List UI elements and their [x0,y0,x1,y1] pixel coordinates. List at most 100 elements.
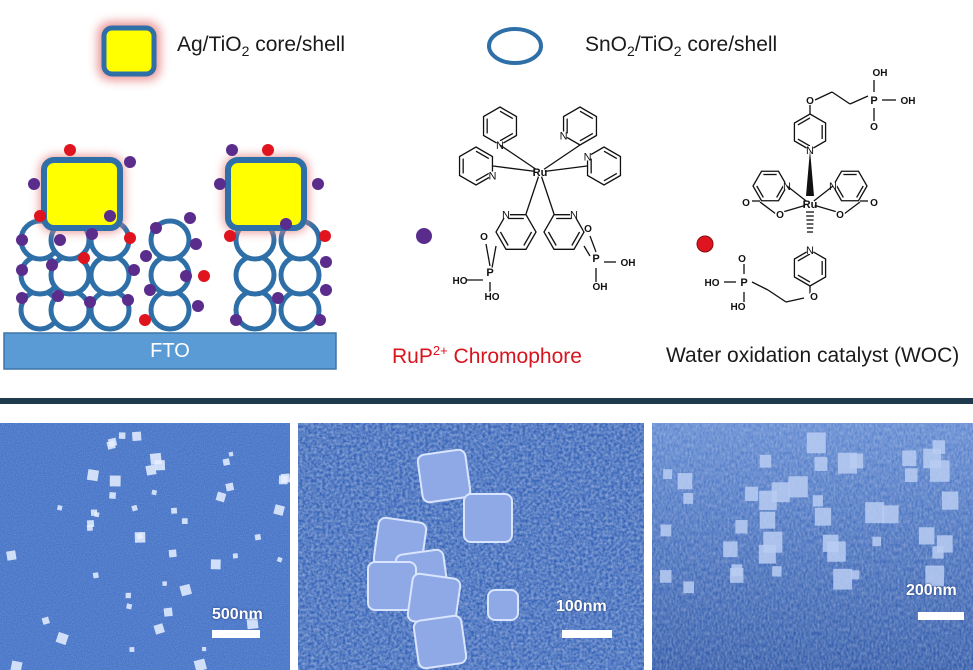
svg-text:P: P [740,277,747,289]
adsorbed-molecules [16,144,332,326]
svg-text:O: O [870,122,878,133]
sno2-tio2-sphere [148,288,192,332]
catalyst-molecule [198,270,210,282]
chromophore-molecule [272,292,284,304]
sem-nanocube [930,460,950,482]
sem-nanocube [806,432,826,454]
sem-nanocube [918,527,935,545]
sem-nanocube [833,568,853,590]
sem-nanocube [118,432,126,439]
chromophore-molecule [124,156,136,168]
sem-nanocube [126,603,133,610]
photoanode-schematic [3,144,337,370]
sem-nanocube [151,489,158,496]
chromophore-molecule [84,296,96,308]
sem-nanocube [134,532,146,543]
catalyst-marker-icon [696,235,714,253]
sem-nanocube [902,450,917,466]
sem-nanocube [246,617,259,630]
svg-text:O: O [836,210,844,221]
sem-micrograph-1 [0,423,291,670]
sem-nanocube [677,473,693,490]
sem-nanocube [723,541,738,558]
sem-nanocube [56,505,63,511]
sem-nanocube [814,456,828,471]
sem-nanocube [763,531,783,553]
ag-tio2-cube [225,157,307,231]
catalyst-molecule [78,252,90,264]
ag-tio2-cube-particles [40,156,308,232]
svg-text:N: N [829,181,837,193]
svg-text:P: P [486,267,493,279]
chromophore-molecule [230,314,242,326]
section-divider [0,398,973,404]
sem-nanocube [412,614,468,670]
sem-nanocube [735,520,748,534]
sem-nanocube [210,559,221,570]
sem-nanocube [145,464,157,476]
sem-nanocube [170,507,178,514]
chromophore-molecule [312,178,324,190]
sem-nanocube [254,533,262,541]
chromophore-molecule [16,234,28,246]
sem-nanocube [463,493,513,543]
chromophore-molecule [128,264,140,276]
svg-text:N: N [560,131,568,143]
sem-nanocube [131,504,138,512]
catalyst-molecule [64,144,76,156]
sem-nanocube [745,486,759,502]
sem-nanocube [215,491,227,503]
ag-tio2-particle-icon [98,22,160,80]
fto-label: FTO [150,340,190,362]
scale-bar-1 [212,630,260,638]
chromophore-molecule [180,270,192,282]
sem-nanocube [162,581,167,586]
chromophore-molecule [86,228,98,240]
chromophore-molecule [320,284,332,296]
sno2-tio2-sphere-stack [18,218,322,332]
sem-nanocube [86,469,100,482]
chromophore-molecule [52,290,64,302]
chromophore-molecule [214,178,226,190]
svg-text:O: O [738,254,746,265]
sem-nanocube [788,476,808,498]
svg-text:OH: OH [621,258,636,269]
sem-nanocube [168,549,177,558]
sem-nanocube [163,607,173,617]
sem-nanocube [129,646,135,653]
chromophore-molecule [16,264,28,276]
fto-substrate [3,332,337,370]
sem-nanocube [660,570,672,583]
chromophore-molecule [28,178,40,190]
sem-nanocube [109,491,117,500]
sem-nanocube [487,589,519,621]
sem-nanocube [759,490,777,511]
ag-tio2-cube [41,157,123,231]
sem-nanocube [273,504,285,516]
scale-bar-2 [562,630,612,638]
svg-text:N: N [806,245,814,257]
svg-text:N: N [584,152,592,164]
sem-nanocube [149,452,162,465]
sem-nanocube [125,592,132,599]
svg-text:O: O [584,224,592,235]
chromophore-molecule [226,144,238,156]
chromophore-molecule [192,300,204,312]
sem-nanocube [932,546,944,559]
chromophore-molecule [184,212,196,224]
svg-text:O: O [810,292,818,303]
scale-label-2: 100nm [556,598,607,615]
svg-text:O: O [776,210,784,221]
sem-nanocube [225,482,235,492]
sem-nanocube [232,553,238,559]
sem-nanocube [759,511,776,529]
svg-text:O: O [480,232,488,243]
svg-text:N: N [488,171,496,183]
legend-ag-label: Ag/TiO2 core/shell [177,33,346,60]
sem-nanocube [92,572,99,579]
sem-nanocube [109,475,121,487]
svg-text:O: O [806,96,814,107]
